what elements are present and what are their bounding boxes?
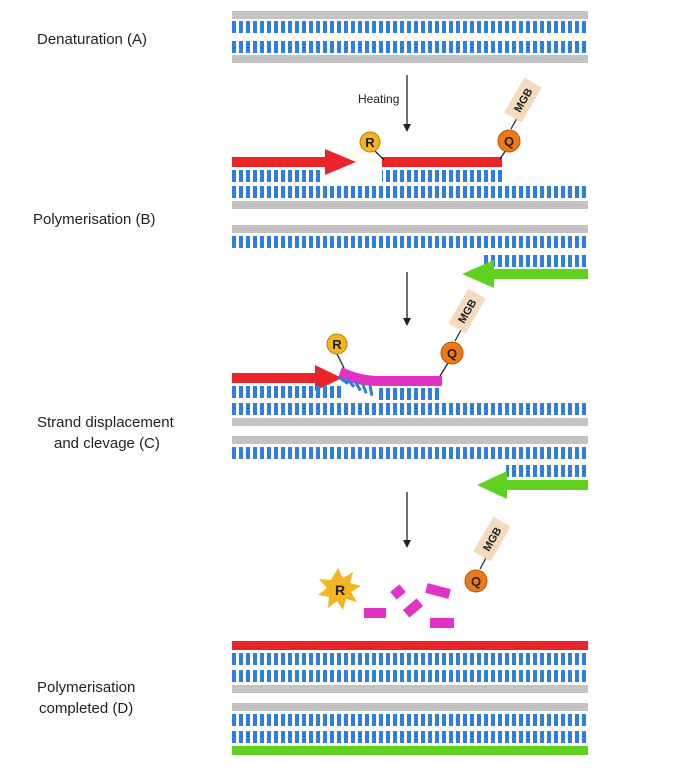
- heating-label: Heating: [358, 92, 399, 106]
- probe-fragments: [364, 583, 454, 628]
- peeled-bases: [338, 376, 374, 397]
- forward-primer-b: [232, 149, 356, 175]
- bases-row: [506, 465, 588, 477]
- step-c-label-line2: and clevage (C): [54, 435, 160, 452]
- backbone: [232, 685, 588, 693]
- reporter-circle-icon: R: [359, 131, 381, 153]
- new-strand-forward: [232, 641, 588, 650]
- fluorescence-burst-icon: R: [318, 568, 361, 610]
- backbone: [232, 418, 588, 426]
- bases-row: [232, 21, 588, 33]
- quencher-circle-icon: Q: [440, 341, 464, 365]
- quencher-letter: Q: [471, 574, 481, 589]
- step-d-label-line2: completed (D): [39, 700, 134, 717]
- mgb-tag: MGB: [448, 288, 486, 334]
- backbone: [232, 201, 588, 209]
- bases-row: [232, 447, 588, 459]
- dna-duplex-a: [232, 11, 588, 63]
- template-strand-b-lower: [232, 225, 588, 267]
- step-c-label-line1: Strand displacement: [37, 414, 174, 431]
- backbone: [232, 436, 588, 444]
- bases-row: [232, 41, 588, 53]
- bases-row: [376, 388, 442, 400]
- backbone-top: [232, 11, 588, 19]
- reporter-circle-icon: R: [326, 333, 348, 355]
- template-strand-c-lower: [232, 436, 588, 477]
- step-d-label-line1: Polymerisation: [37, 679, 136, 696]
- backbone-bottom: [232, 55, 588, 63]
- quencher-circle-icon: Q: [464, 569, 488, 593]
- completed-duplex-reverse: [232, 703, 588, 755]
- quencher-letter: Q: [447, 346, 457, 361]
- backbone: [232, 703, 588, 711]
- bases-row: [232, 170, 322, 182]
- bases-row: [483, 255, 588, 267]
- bases-row: [232, 403, 442, 415]
- bases-row: [232, 236, 588, 248]
- probe-strand-c: [335, 351, 449, 400]
- forward-primer-c: [232, 365, 342, 391]
- bases-row: [232, 714, 588, 726]
- bases-row: [232, 186, 588, 198]
- reporter-letter: R: [332, 337, 342, 352]
- bases-row: [232, 653, 588, 665]
- reverse-primer-c: [477, 471, 588, 499]
- mgb-tag: MGB: [504, 77, 542, 123]
- step-b-label: Polymerisation (B): [33, 211, 156, 228]
- step-a-label: Denaturation (A): [37, 31, 148, 48]
- reporter-letter: R: [365, 135, 375, 150]
- reporter-letter: R: [335, 582, 345, 598]
- bases-row: [442, 403, 588, 415]
- quencher-letter: Q: [504, 134, 514, 149]
- bases-row: [232, 670, 588, 682]
- quencher-circle-icon: Q: [497, 129, 521, 153]
- bases-row: [232, 386, 344, 398]
- probe-strand-b: [374, 149, 507, 182]
- new-strand-reverse: [232, 746, 588, 755]
- bases-row: [232, 731, 588, 743]
- mgb-tag: MGB: [473, 516, 511, 562]
- reverse-primer-b: [462, 260, 588, 288]
- backbone: [232, 225, 588, 233]
- template-strand-b-upper: [232, 186, 588, 209]
- bases-row: [382, 170, 502, 182]
- completed-duplex-forward: [232, 641, 588, 693]
